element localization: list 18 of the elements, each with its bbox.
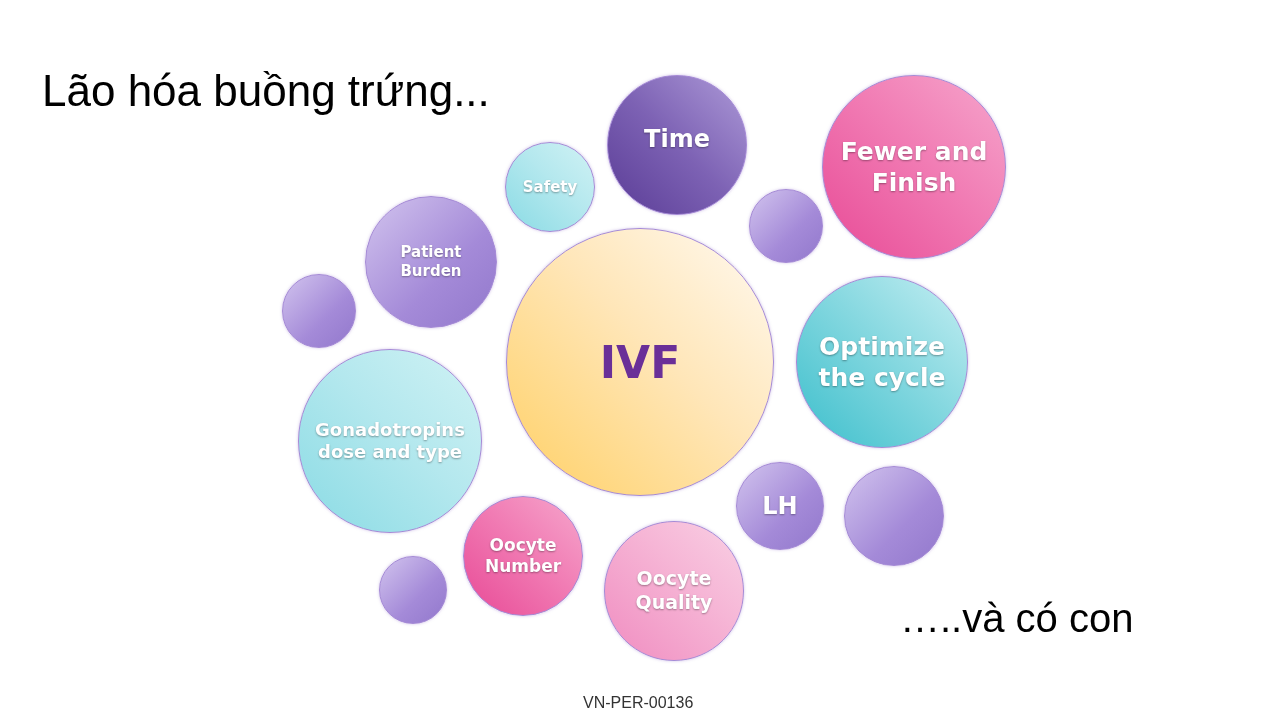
bubble-label: Fewer and Finish [839,135,989,199]
bubble-label: Patient Burden [399,243,463,281]
closing-text: …..và có con [900,596,1134,641]
circle-bubble [379,556,447,624]
bubble-label: LH [762,491,798,521]
bubble-label: Oocyte Quality [634,567,714,615]
bubble-label: IVF [599,335,681,390]
bubble [736,462,824,550]
slide-title: Lão hóa buồng trứng... [42,66,490,116]
bubble-label: Optimize the cycle [817,330,947,394]
bubble-label: Time [644,124,710,154]
bubble-label: Safety [522,177,578,197]
circle-bubble [749,189,823,263]
bubble-label: Gonadotropins dose and type [314,418,466,464]
bubble [505,142,595,232]
bubble-label: Oocyte Number [483,534,563,578]
circle-bubble [282,274,356,348]
document-code: VN-PER-00136 [583,694,694,712]
